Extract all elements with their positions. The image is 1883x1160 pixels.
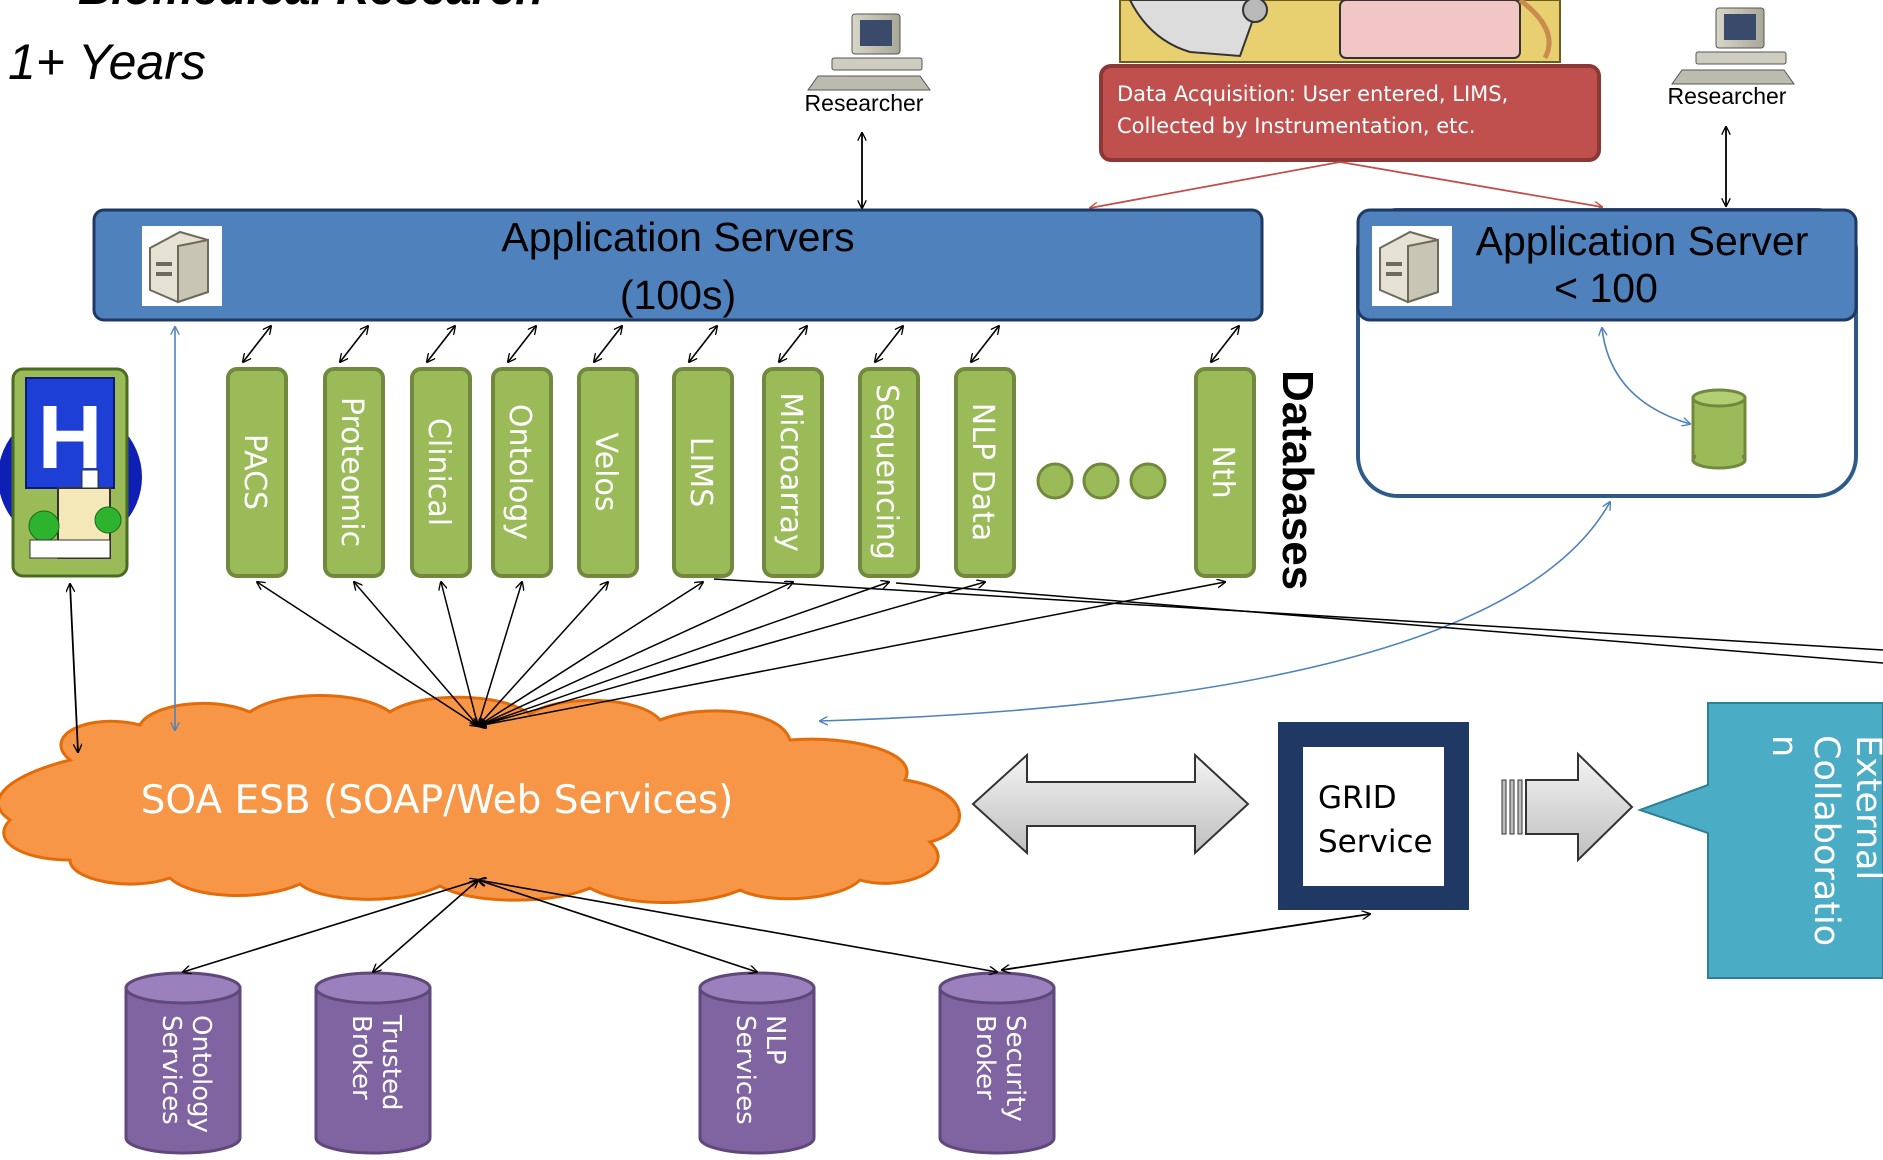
lab-equipment-image xyxy=(1119,0,1561,63)
database-list: PACS Proteomic Clinical Ontology Velos LIMS Mi… xyxy=(226,367,1256,578)
service-label-line1: Ontology xyxy=(186,1015,216,1133)
offscreen-connector-line xyxy=(895,582,1883,664)
application-servers-title: Application Servers xyxy=(501,214,854,260)
database-to-app-servers-arrow xyxy=(508,326,536,362)
service-label-line1: Trusted xyxy=(376,1014,406,1110)
data-acquisition-box xyxy=(1099,64,1601,162)
application-servers-box xyxy=(92,208,1264,322)
service-label-line1: NLP xyxy=(760,1015,790,1065)
database-to-esb-arrow xyxy=(478,582,1225,726)
application-server-title: Application Server xyxy=(1476,218,1809,264)
esb-to-service-arrow xyxy=(373,880,478,972)
computer-icon-left xyxy=(807,13,931,91)
server-icon-left xyxy=(142,226,222,306)
service-label-line2: Services xyxy=(730,1015,760,1125)
external-collaboration-line3: n xyxy=(1764,735,1804,757)
header-title: Biomedical Research xyxy=(78,0,543,14)
database-to-app-servers-arrow xyxy=(1211,326,1239,362)
database-to-app-servers-arrow xyxy=(243,326,271,362)
database-nth: Nth xyxy=(1194,367,1256,578)
database-to-esb-arrow xyxy=(478,582,889,726)
server-icon-right xyxy=(1372,226,1452,306)
application-server-limit: < 100 xyxy=(1554,265,1658,311)
database-ontology: Ontology xyxy=(491,367,553,578)
ellipsis-dot xyxy=(1082,462,1120,500)
database-label: Sequencing xyxy=(869,384,904,560)
acquisition-to-app-servers-arrow xyxy=(1090,161,1341,208)
hospital-icon: H xyxy=(0,367,142,578)
researcher-left-label: Researcher xyxy=(805,90,924,116)
database-to-esb-arrow xyxy=(478,582,793,726)
hospital-to-esb-arrow xyxy=(70,584,78,752)
database-to-app-servers-arrow xyxy=(340,326,368,362)
grid-service-line2: Service xyxy=(1318,824,1433,860)
ellipsis-dot xyxy=(1036,462,1074,500)
header-subtitle: 1+ Years xyxy=(8,34,206,90)
database-label: Nth xyxy=(1205,445,1240,498)
computer-icon-right xyxy=(1671,7,1795,85)
database-label: Velos xyxy=(588,433,623,512)
service-label-line1: Security xyxy=(1000,1015,1030,1122)
grid-service-line1: GRID xyxy=(1318,780,1397,816)
soa-esb-label: SOA ESB (SOAP/Web Services) xyxy=(141,778,734,823)
esb-to-service-arrow xyxy=(478,880,997,972)
database-label: PACS xyxy=(237,434,272,510)
application-servers-count: (100s) xyxy=(620,272,736,318)
database-microarray: Microarray xyxy=(762,367,824,578)
service-label-line2: Broker xyxy=(970,1015,1000,1100)
data-acquisition-label: Data Acquisition: User entered, LIMS, Co… xyxy=(1117,82,1509,138)
grid-to-external-arrow xyxy=(1501,751,1634,863)
acquisition-to-app-server-arrow xyxy=(1339,161,1602,207)
database-label: LIMS xyxy=(683,437,718,508)
database-label: Proteomic xyxy=(334,397,369,547)
application-server-box xyxy=(1356,208,1858,322)
database-to-app-servers-arrow xyxy=(779,326,807,362)
database-to-esb-arrows xyxy=(243,326,1239,726)
database-nlp-data: NLP Data xyxy=(954,367,1016,578)
service-label-line2: Services xyxy=(156,1015,186,1125)
database-label: Microarray xyxy=(773,392,808,551)
database-to-app-servers-arrow xyxy=(689,326,717,362)
esb-to-service-arrows xyxy=(183,880,997,972)
database-to-esb-arrow xyxy=(478,582,985,726)
external-collaboration-box xyxy=(1636,702,1883,979)
database-lims: LIMS xyxy=(672,367,734,578)
database-to-app-servers-arrow xyxy=(971,326,999,362)
database-to-app-servers-arrow xyxy=(875,326,903,362)
database-to-esb-arrow xyxy=(441,582,478,726)
database-velos: Velos xyxy=(577,367,639,578)
ellipsis-dot xyxy=(1129,462,1167,500)
database-proteomic: Proteomic xyxy=(323,367,385,578)
local-database-cylinder xyxy=(1691,388,1747,470)
database-sequencing: Sequencing xyxy=(858,367,920,578)
researcher-right-label: Researcher xyxy=(1668,83,1787,109)
external-collaboration-line2: Collaboratio xyxy=(1806,735,1846,946)
database-to-app-servers-arrow xyxy=(427,326,455,362)
security-broker-to-grid-arrow xyxy=(1002,914,1370,970)
database-pacs: PACS xyxy=(226,367,288,578)
esb-grid-double-arrow xyxy=(971,752,1250,856)
service-label-line2: Broker xyxy=(346,1015,376,1100)
database-label: NLP Data xyxy=(965,403,1000,541)
database-label: Clinical xyxy=(421,418,456,526)
data-acquisition-text-wrap: Data Acquisition: User entered, LIMS, Co… xyxy=(1117,82,1509,138)
app-server-to-local-db-arrow xyxy=(1602,328,1690,424)
database-to-app-servers-arrow xyxy=(594,326,622,362)
database-clinical: Clinical xyxy=(410,367,472,578)
database-label: Ontology xyxy=(502,404,537,540)
external-collaboration-line1: External xyxy=(1848,735,1883,880)
databases-label: Databases xyxy=(1273,370,1322,590)
